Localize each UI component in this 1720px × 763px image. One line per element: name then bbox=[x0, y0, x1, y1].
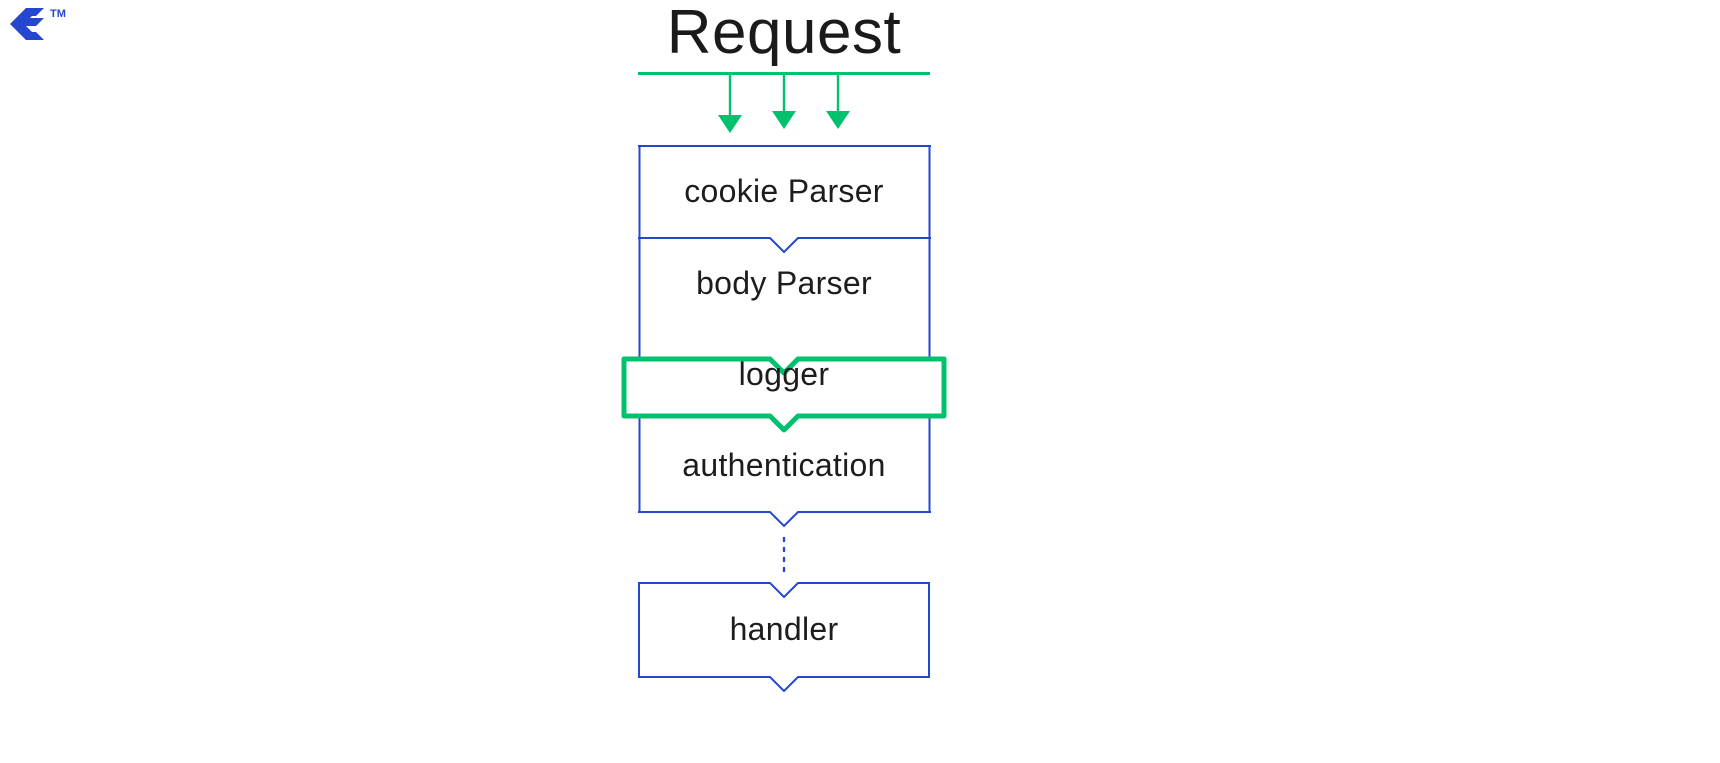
request-bus-group bbox=[638, 72, 930, 133]
authentication-bottom-edge bbox=[638, 511, 931, 528]
toptal-chevron-icon: TM bbox=[10, 8, 66, 40]
page-title: Request bbox=[666, 0, 902, 67]
trademark-mark: TM bbox=[50, 8, 66, 20]
logger-highlight-outline bbox=[621, 356, 947, 433]
blue-stack-group bbox=[638, 145, 931, 528]
handler-outline bbox=[638, 582, 930, 693]
request-arrow-3 bbox=[826, 74, 850, 129]
logger-stage-box[interactable] bbox=[621, 356, 947, 433]
brand-logo[interactable]: TM bbox=[6, 4, 70, 50]
request-arrow-1 bbox=[718, 74, 742, 133]
request-arrow-2 bbox=[772, 74, 796, 129]
handler-stage-box[interactable] bbox=[638, 582, 930, 693]
divider-cookie-body bbox=[638, 237, 931, 254]
